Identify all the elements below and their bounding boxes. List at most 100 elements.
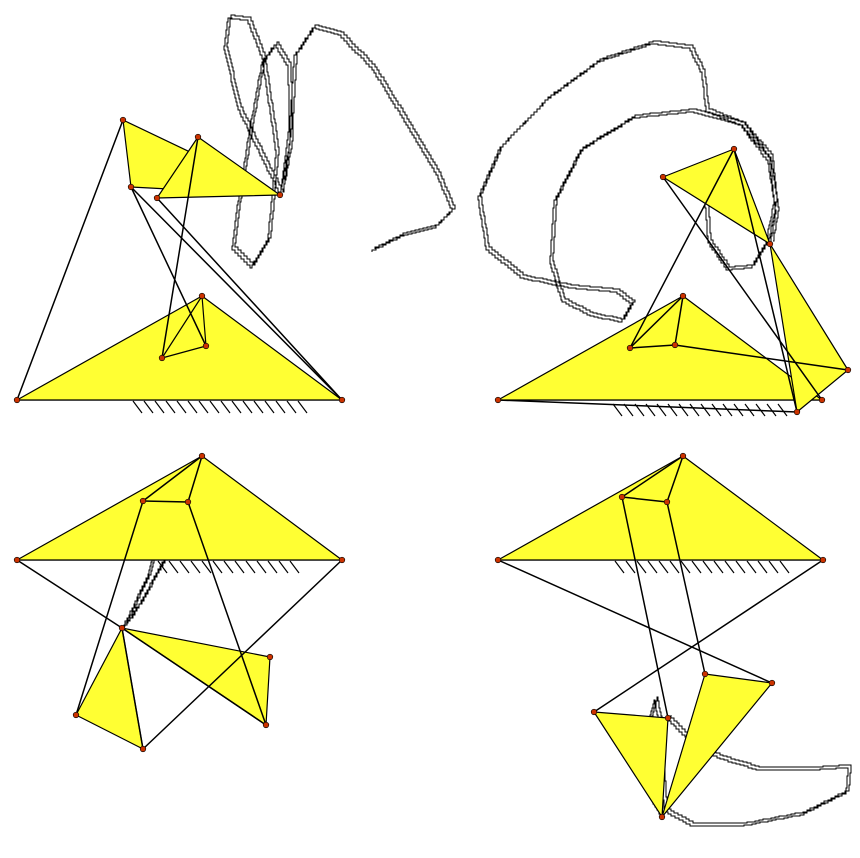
pivot-joint (590, 708, 598, 716)
pivot-joint (626, 344, 634, 352)
pivot-joint (139, 497, 147, 505)
binary-link (187, 455, 203, 503)
binary-link (629, 344, 676, 349)
ternary-link (661, 673, 773, 818)
ground-hatch-mark (176, 400, 187, 414)
binary-link (733, 148, 798, 413)
ground-hatch-mark (157, 560, 168, 574)
pivot-joint (768, 679, 776, 687)
ground-hatch-mark (711, 403, 722, 417)
pivot-joint (158, 354, 166, 362)
pivot-joint (118, 624, 126, 632)
pivot-joint (618, 493, 626, 501)
ground-hatch-mark (223, 560, 234, 574)
binary-link (621, 496, 668, 503)
pivot-joint (127, 183, 135, 191)
pivot-joint (198, 452, 206, 460)
pivot-joint (664, 714, 672, 722)
pivot-joint (184, 498, 192, 506)
ground-hatch-mark (179, 560, 190, 574)
ground-hatch-mark (724, 560, 735, 574)
ground-hatch-mark (746, 560, 757, 574)
pivot-joint (663, 498, 671, 506)
ground-hatch-mark (757, 560, 768, 574)
ground-hatch-mark (220, 400, 231, 414)
ternary-link (593, 711, 669, 818)
ground-hatch-mark (689, 403, 700, 417)
ground-hatch-mark (264, 400, 275, 414)
pivot-joint (679, 452, 687, 460)
ternary-link (16, 455, 343, 561)
binary-link (666, 501, 706, 675)
pivot-joint (119, 116, 127, 124)
ground-hatch-mark (691, 560, 702, 574)
ternary-link (497, 455, 824, 561)
binary-link (130, 186, 343, 401)
binary-link (674, 295, 684, 346)
ground-hatch-mark (768, 560, 779, 574)
ground-hatch-mark (702, 560, 713, 574)
ground-hatch-mark (658, 560, 669, 574)
pivot-joint (671, 341, 679, 349)
ground-hatch-mark (700, 403, 711, 417)
pivot-joint (730, 145, 738, 153)
pivot-joint (494, 396, 502, 404)
pivot-joint (701, 670, 709, 678)
binary-link (187, 501, 267, 726)
binary-link (629, 148, 735, 349)
ground-hatch-mark (267, 560, 278, 574)
pivot-joint (766, 240, 774, 248)
ground-hatch-mark (286, 400, 297, 414)
binary-link (142, 559, 343, 750)
ground-hatch-mark (614, 560, 625, 574)
binary-link (142, 500, 189, 503)
mechanism-panel-bottom-right (494, 452, 852, 827)
ground-hatch-mark (165, 400, 176, 414)
ground-hatch-mark (245, 560, 256, 574)
binary-link (593, 559, 824, 713)
pivot-joint (338, 396, 346, 404)
pivot-joint (72, 711, 80, 719)
ground-hatch-mark (275, 400, 286, 414)
ternary-link (662, 148, 771, 245)
pivot-joint (262, 721, 270, 729)
ground-hatch-mark (297, 400, 308, 414)
binary-link (142, 455, 203, 502)
pivot-joint (13, 556, 21, 564)
ground-hatch-mark (779, 560, 790, 574)
ground-hatch-mark (212, 560, 223, 574)
pivot-joint (266, 653, 274, 661)
binary-link (121, 627, 267, 726)
ground-hatch-mark (713, 560, 724, 574)
ground-hatch-mark (187, 400, 198, 414)
ternary-link (769, 243, 849, 413)
binary-link (662, 176, 823, 401)
pivot-joint (819, 556, 827, 564)
pivot-joint (338, 556, 346, 564)
pivot-joint (818, 396, 826, 404)
binary-link (156, 197, 343, 401)
ground-hatch-mark (143, 400, 154, 414)
ternary-link (156, 136, 281, 199)
ground-hatch-mark (722, 403, 733, 417)
ground-hatch-mark (625, 560, 636, 574)
ground-hatch-mark (667, 403, 678, 417)
coupler-curve-trace-offset (480, 40, 780, 320)
pivot-joint (13, 396, 21, 404)
ternary-link (161, 295, 207, 359)
binary-link (621, 496, 669, 719)
ground-hatch-mark (735, 560, 746, 574)
ground-hatch-mark (636, 560, 647, 574)
binary-link (121, 627, 144, 750)
ground-hatch-mark (198, 400, 209, 414)
pivot-joint (153, 194, 161, 202)
pivot-joint (194, 133, 202, 141)
ground-hatch-mark (154, 400, 165, 414)
ground-hatch-mark (234, 560, 245, 574)
ground-hatch-mark (132, 400, 143, 414)
pivot-joint (198, 292, 206, 300)
ground-hatch-mark (289, 560, 300, 574)
ground-hatch-mark (669, 560, 680, 574)
ground-hatch-mark (766, 403, 777, 417)
